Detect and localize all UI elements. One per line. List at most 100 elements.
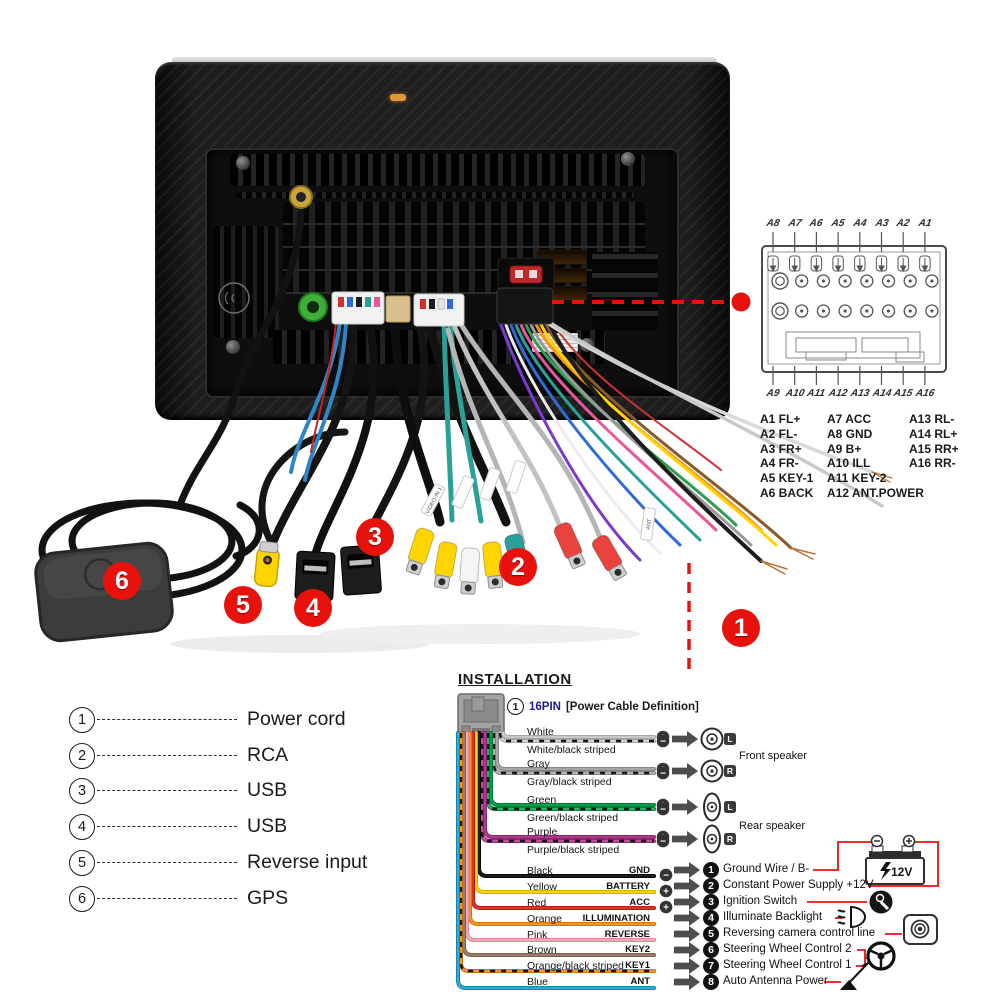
- callout-1: 1: [722, 609, 760, 647]
- pin-definition: A16 RR-: [909, 456, 956, 471]
- rca-plug: [553, 522, 586, 570]
- target-label-5: Reversing camera control line: [723, 927, 876, 939]
- pin-hole: [795, 304, 809, 318]
- polarity-badge: −: [656, 802, 670, 815]
- arrow-right-icon: [672, 763, 698, 779]
- pin-hole: [860, 274, 874, 288]
- vent-slots-left: [213, 226, 279, 338]
- rear-speaker-icon: [703, 792, 721, 822]
- svg-text:−: −: [663, 870, 669, 881]
- status-led: [390, 94, 406, 101]
- reversing-camera-icon: [903, 914, 938, 945]
- pin-definition: A14 RL+: [909, 426, 958, 441]
- wire-function-label: ANT: [630, 976, 650, 987]
- pin-hole: [838, 304, 852, 318]
- callout-4: 4: [294, 589, 332, 627]
- pin-hole-large: [771, 302, 789, 320]
- battery-icon: 12V: [865, 834, 925, 885]
- legend-number-6: 6: [69, 886, 95, 912]
- pin-definition: A9 B+: [827, 441, 862, 456]
- legend-dash-line: [97, 826, 237, 827]
- speaker-group-label: Rear speaker: [739, 820, 806, 832]
- arrow-right-icon: [674, 894, 700, 910]
- wire-name-label: Black: [527, 865, 553, 877]
- reverse-input-rca: [253, 541, 280, 588]
- legend-label-6: GPS: [247, 887, 289, 909]
- arrow-right-icon: [674, 878, 700, 894]
- legend-label-1: Power cord: [247, 708, 346, 730]
- wire-function-label: KEY2: [625, 944, 650, 955]
- arrow-right-icon: [672, 831, 698, 847]
- polarity-badge: −: [656, 734, 670, 747]
- pin-hole-large: [771, 272, 789, 290]
- polarity-badge: +: [656, 730, 670, 743]
- wire-0: [501, 731, 656, 739]
- pin-hole: [838, 274, 852, 288]
- front-speaker-icon: [700, 759, 724, 783]
- wire-1: [498, 731, 656, 743]
- screw-icon: [580, 338, 594, 352]
- heading-number-circle: 1: [507, 698, 524, 715]
- target-number-2: 2: [703, 878, 719, 894]
- serial-sticker: [532, 333, 578, 352]
- wire-name-label: Green/black striped: [527, 812, 619, 824]
- speaker-channel-badge: L: [724, 733, 736, 745]
- heading-definition: [Power Cable Definition]: [565, 700, 699, 713]
- gps-antenna-puck: [34, 541, 174, 643]
- rca-plug: [433, 541, 458, 590]
- rca-plug: [459, 547, 481, 595]
- callout-2: 2: [499, 548, 537, 586]
- callout-5: 5: [224, 586, 262, 624]
- power-cable-definition-heading: 1 16PIN [Power Cable Definition]: [507, 698, 699, 715]
- cable-tag: VIDEO-IN 1: [420, 483, 446, 517]
- svg-text:−: −: [660, 768, 666, 779]
- front-speaker-icon: [700, 727, 724, 751]
- heading-16pin: 16PIN: [529, 700, 561, 713]
- pin-definition: A10 ILL: [827, 456, 871, 471]
- polarity-badge: −: [656, 834, 670, 847]
- arrow-right-icon: [672, 731, 698, 747]
- heatsink-vent: [537, 268, 587, 283]
- polarity-badge: +: [659, 884, 673, 897]
- legend-dash-line: [97, 898, 237, 899]
- vent-slots-top: [230, 154, 645, 186]
- svg-text:+: +: [660, 832, 666, 843]
- legend-number-4: 4: [69, 814, 95, 840]
- speaker-channel-badge: R: [724, 765, 736, 777]
- pin-hole: [816, 274, 831, 288]
- pin-stub: [789, 255, 801, 272]
- installation-title: INSTALLATION: [458, 671, 572, 688]
- target-number-8: 8: [703, 974, 719, 990]
- legend-dash-line: [97, 719, 237, 720]
- cable-tag-text: ANT: [646, 518, 654, 530]
- wire-function-label: ILLUMINATION: [582, 913, 650, 924]
- polarity-badge: +: [656, 798, 670, 811]
- legend-dash-line: [97, 790, 237, 791]
- target-label-4: Illuminate Backlight: [723, 911, 823, 923]
- pin-definition: A5 KEY-1: [760, 471, 814, 486]
- callout-6: 6: [103, 562, 141, 600]
- pin-hole: [925, 274, 939, 288]
- wire-11: [468, 731, 656, 926]
- screw-icon: [236, 156, 250, 170]
- iso-connector-diagram: [761, 232, 947, 385]
- headlight-icon: [837, 905, 867, 929]
- wire-12: [465, 731, 656, 942]
- pin-definition: A11 KEY-2: [827, 471, 887, 486]
- connector-pin-label-bottom: A16: [914, 388, 936, 399]
- heatsink-vent: [537, 286, 587, 301]
- cable-tag: [505, 460, 527, 494]
- rca-plug: [591, 534, 627, 581]
- screw-icon: [621, 152, 635, 166]
- wire-name-label: Yellow: [527, 881, 557, 893]
- target-label-3: Ignition Switch: [723, 895, 798, 907]
- target-label-6: Steering Wheel Control 2: [723, 943, 852, 955]
- pin-hole: [903, 274, 917, 288]
- pin-definition: A1 FL+: [760, 412, 801, 426]
- legend-label-3: USB: [247, 779, 288, 801]
- wire-name-label: Blue: [527, 976, 549, 988]
- target-number-5: 5: [703, 926, 719, 942]
- speaker-channel-badge: R: [724, 833, 736, 845]
- wire-function-label: ACC: [629, 897, 650, 908]
- svg-text:−: −: [660, 736, 666, 747]
